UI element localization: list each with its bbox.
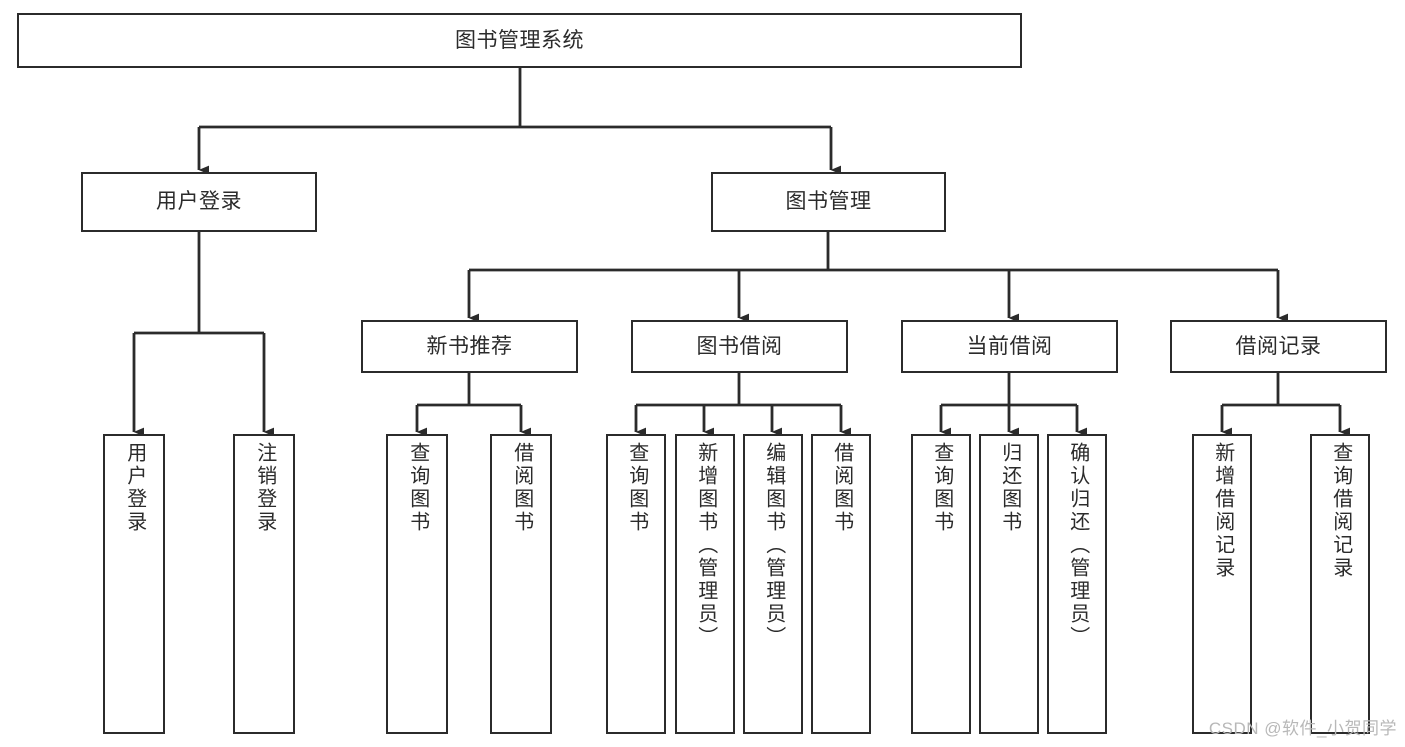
- leaf-current-confirm-return-admin[interactable]: 确认归还（管理员）: [1047, 434, 1107, 734]
- leaf-current-return-book[interactable]: 归还图书: [979, 434, 1039, 734]
- node-label: 图书借阅: [696, 334, 783, 358]
- node-label: 归还图书: [998, 442, 1021, 534]
- leaf-record-add-record[interactable]: 新增借阅记录: [1192, 434, 1252, 734]
- node-root-system[interactable]: 图书管理系统: [17, 13, 1022, 68]
- leaf-borrow-edit-book-admin[interactable]: 编辑图书（管理员）: [743, 434, 803, 734]
- leaf-recommend-query-book[interactable]: 查询图书: [386, 434, 448, 734]
- node-new-book-recommend[interactable]: 新书推荐: [361, 320, 578, 373]
- leaf-borrow-add-book-admin[interactable]: 新增图书（管理员）: [675, 434, 735, 734]
- node-label: 用户登录: [123, 442, 146, 534]
- node-label: 查询借阅记录: [1329, 442, 1352, 580]
- leaf-user-login-logout[interactable]: 注销登录: [233, 434, 295, 734]
- node-label: 新增图书（管理员）: [694, 442, 717, 649]
- node-label: 确认归还（管理员）: [1066, 442, 1089, 649]
- node-borrow-record[interactable]: 借阅记录: [1170, 320, 1387, 373]
- node-label: 查询图书: [406, 442, 429, 534]
- leaf-record-query-record[interactable]: 查询借阅记录: [1310, 434, 1370, 734]
- node-label: 借阅图书: [510, 442, 533, 534]
- node-current-borrow[interactable]: 当前借阅: [901, 320, 1118, 373]
- leaf-borrow-borrow-book[interactable]: 借阅图书: [811, 434, 871, 734]
- node-book-borrow[interactable]: 图书借阅: [631, 320, 848, 373]
- node-label: 新书推荐: [426, 334, 513, 358]
- node-label: 当前借阅: [966, 334, 1053, 358]
- leaf-current-query-book[interactable]: 查询图书: [911, 434, 971, 734]
- node-book-management[interactable]: 图书管理: [711, 172, 946, 232]
- node-user-login[interactable]: 用户登录: [81, 172, 317, 232]
- node-label: 用户登录: [156, 190, 242, 214]
- leaf-recommend-borrow-book[interactable]: 借阅图书: [490, 434, 552, 734]
- leaf-borrow-query-book[interactable]: 查询图书: [606, 434, 666, 734]
- node-label: 编辑图书（管理员）: [762, 442, 785, 649]
- leaf-user-login-login[interactable]: 用户登录: [103, 434, 165, 734]
- node-label: 查询图书: [625, 442, 648, 534]
- node-label: 注销登录: [253, 442, 276, 534]
- node-label: 图书管理系统: [455, 28, 584, 52]
- node-label: 图书管理: [785, 190, 872, 214]
- node-label: 借阅图书: [830, 442, 853, 534]
- node-label: 查询图书: [930, 442, 953, 534]
- node-label: 借阅记录: [1235, 334, 1322, 358]
- node-label: 新增借阅记录: [1211, 442, 1234, 580]
